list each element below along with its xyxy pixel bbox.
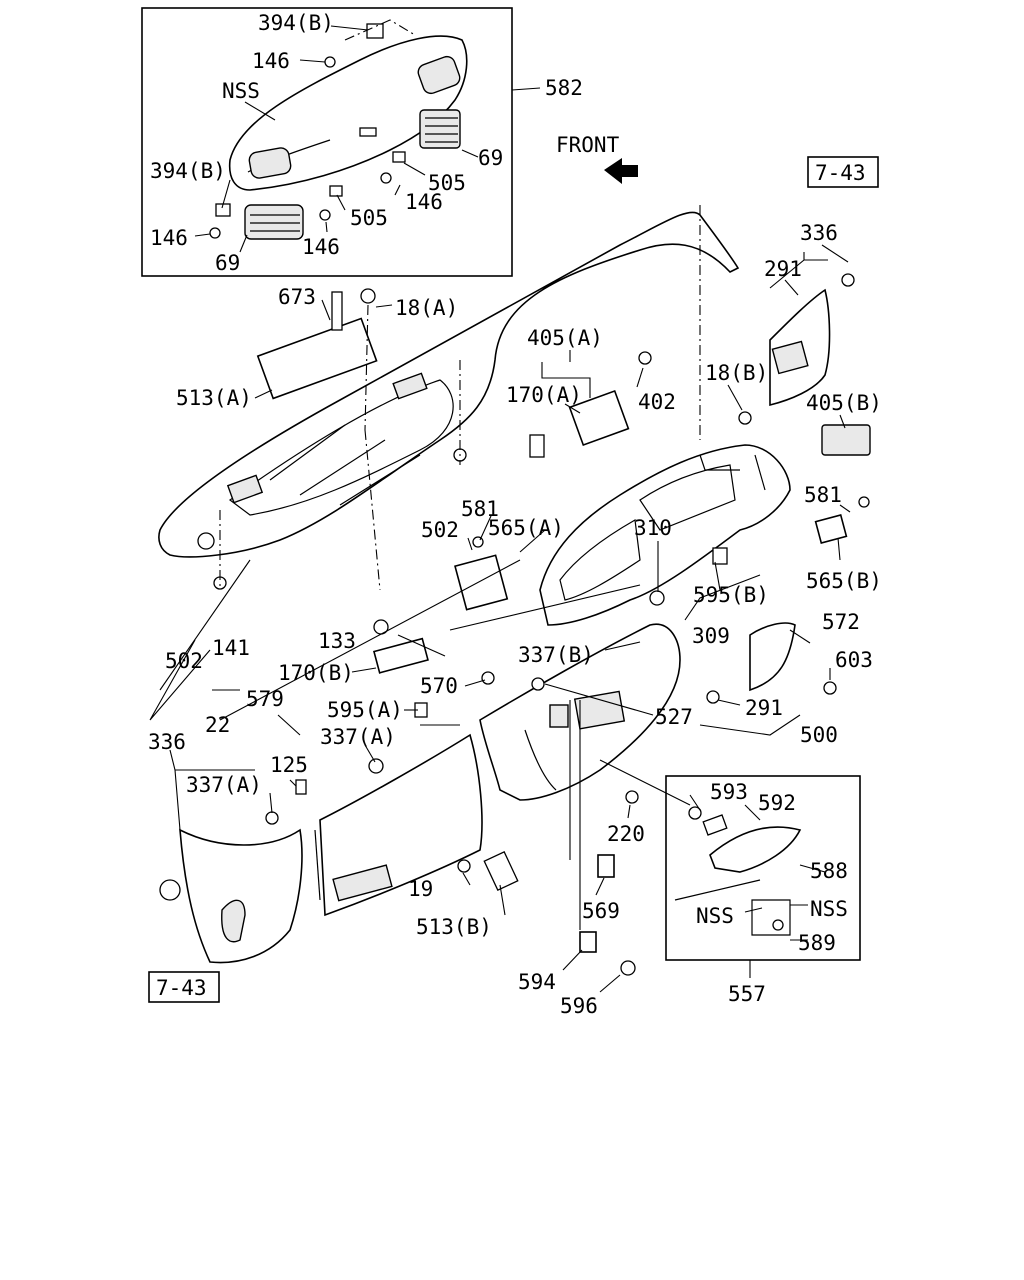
label-505-a: 505 (428, 171, 466, 195)
upper-panel-fasteners (209, 23, 406, 239)
label-594: 594 (518, 970, 556, 994)
label-nss-a: NSS (696, 904, 734, 928)
label-569: 569 (582, 899, 620, 923)
front-label: FRONT (556, 133, 620, 157)
label-402: 402 (638, 390, 676, 414)
label-405b: 405(B) (806, 391, 882, 415)
small-parts (213, 288, 871, 976)
label-505-b: 505 (350, 206, 388, 230)
reference-label-top: 7-43 (815, 161, 866, 185)
label-527: 527 (655, 705, 693, 729)
label-513a: 513(A) (176, 386, 252, 410)
label-18a: 18(A) (395, 296, 458, 320)
front-arrow (604, 158, 638, 184)
label-593: 593 (710, 780, 748, 804)
label-nss-top: NSS (222, 79, 260, 103)
label-291-top: 291 (764, 257, 802, 281)
label-500: 500 (800, 723, 838, 747)
label-220: 220 (607, 822, 645, 846)
label-133: 133 (318, 629, 356, 653)
label-146-d: 146 (302, 235, 340, 259)
label-581-left: 581 (461, 497, 499, 521)
label-502-b: 502 (165, 649, 203, 673)
label-394b-top: 394(B) (258, 11, 334, 35)
label-502-a: 502 (421, 518, 459, 542)
label-513b: 513(B) (416, 915, 492, 939)
label-146-b: 146 (405, 190, 443, 214)
label-22: 22 (205, 713, 230, 737)
reference-box-bottom (148, 971, 220, 1003)
label-337a-b: 337(A) (186, 773, 262, 797)
label-170b: 170(B) (278, 661, 354, 685)
label-69-right: 69 (478, 146, 503, 170)
label-19: 19 (408, 877, 433, 901)
label-309: 309 (692, 624, 730, 648)
glove-box-latch-inset-box (665, 775, 861, 961)
label-146-a: 146 (252, 49, 290, 73)
upper-panel-drawing (228, 35, 468, 240)
label-170a: 170(A) (506, 383, 582, 407)
label-592: 592 (758, 791, 796, 815)
glove-box-latch-drawing (674, 814, 802, 936)
label-565a: 565(A) (488, 516, 564, 540)
upper-panel-leader-lines (194, 19, 541, 253)
label-595a: 595(A) (327, 698, 403, 722)
main-leader-lines (149, 205, 851, 993)
dashboard-upper-panel (158, 211, 740, 558)
label-125: 125 (270, 753, 308, 777)
label-336-top: 336 (800, 221, 838, 245)
reference-label-bottom: 7-43 (156, 976, 207, 1000)
label-582: 582 (545, 76, 583, 100)
instrument-cluster-frame (539, 444, 791, 626)
label-596: 596 (560, 994, 598, 1018)
label-570: 570 (420, 674, 458, 698)
label-18b: 18(B) (705, 361, 768, 385)
label-579: 579 (246, 687, 284, 711)
label-337a-a: 337(A) (320, 725, 396, 749)
label-146-c: 146 (150, 226, 188, 250)
label-291-bottom: 291 (745, 696, 783, 720)
label-557: 557 (728, 982, 766, 1006)
label-581-right: 581 (804, 483, 842, 507)
label-588: 588 (810, 859, 848, 883)
label-310: 310 (634, 516, 672, 540)
label-141: 141 (212, 636, 250, 660)
label-589: 589 (798, 931, 836, 955)
label-394b-left: 394(B) (150, 159, 226, 183)
label-405a: 405(A) (527, 326, 603, 350)
label-565b: 565(B) (806, 569, 882, 593)
label-603: 603 (835, 648, 873, 672)
right-end-panel (769, 273, 855, 407)
label-nss-b: NSS (810, 897, 848, 921)
label-572: 572 (822, 610, 860, 634)
label-336-bottom: 336 (148, 730, 186, 754)
label-673: 673 (278, 285, 316, 309)
label-595b: 595(B) (693, 583, 769, 607)
reference-box-top (807, 156, 879, 188)
label-337b: 337(B) (518, 643, 594, 667)
glove-box-door (314, 733, 483, 917)
label-69-left: 69 (215, 251, 240, 275)
upper-panel-inset-box (141, 7, 513, 277)
left-end-panel (159, 828, 303, 964)
